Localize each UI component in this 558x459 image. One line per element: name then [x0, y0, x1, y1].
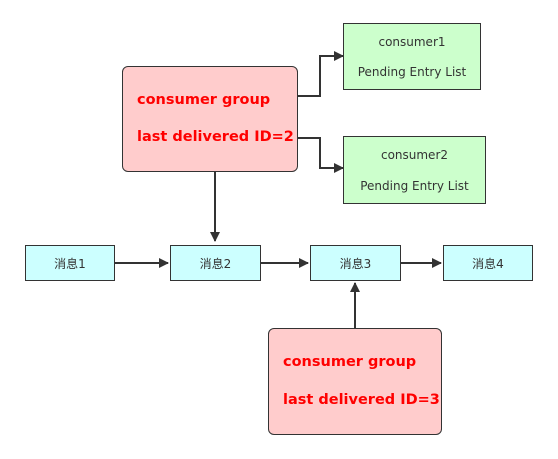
message-node-1: 消息1 — [25, 245, 115, 281]
message-label: 消息2 — [199, 256, 232, 271]
message-label: 消息4 — [472, 256, 504, 271]
pending-entry-list-label: Pending Entry List — [357, 65, 467, 79]
message-node-4: 消息4 — [443, 245, 533, 281]
consumer-group-title: consumer group — [137, 92, 271, 108]
consumer-group-title: consumer group — [283, 354, 417, 370]
connector-group1-consumer2 — [298, 137, 344, 173]
message-node-3: 消息3 — [310, 245, 401, 281]
consumer-group-node-1: consumer group last delivered ID=2 — [122, 66, 298, 172]
connector-group1-consumer1 — [298, 51, 344, 97]
message-label: 消息3 — [339, 256, 372, 271]
consumer-group-last-id: last delivered ID=3 — [283, 392, 440, 408]
message-label: 消息1 — [54, 256, 86, 271]
consumer-group-node-2: consumer group last delivered ID=3 — [268, 328, 442, 435]
consumer-name: consumer2 — [380, 148, 449, 162]
pending-entry-list-label: Pending Entry List — [360, 179, 469, 193]
consumer-node-1: consumer1 Pending Entry List — [343, 23, 481, 90]
consumer-node-2: consumer2 Pending Entry List — [343, 136, 486, 204]
consumer-group-last-id: last delivered ID=2 — [137, 129, 294, 145]
message-node-2: 消息2 — [170, 245, 261, 281]
consumer-name: consumer1 — [378, 35, 446, 49]
